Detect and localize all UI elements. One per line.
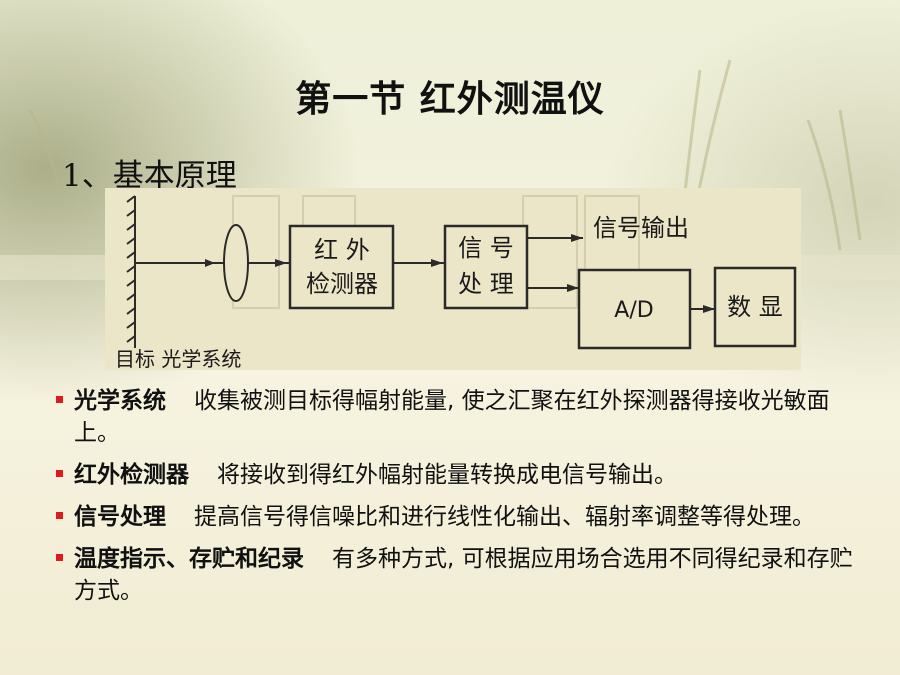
- bullet-term: 光学系统: [74, 388, 166, 414]
- adc-block: [577, 268, 692, 350]
- bullet-optical-system: 光学系统收集被测目标得幅射能量, 使之汇聚在红外探测器得接收光敏面上。: [56, 385, 868, 449]
- lens-icon: [223, 224, 249, 302]
- bullet-term: 红外检测器: [74, 462, 189, 488]
- target-wall: [126, 195, 136, 348]
- bullet-signal-processing: 信号处理 提高信号得信噪比和进行线性化输出、辐射率调整等得处理。: [56, 501, 868, 533]
- bullet-ir-detector: 红外检测器 将接收到得红外幅射能量转换成电信号输出。: [56, 459, 868, 491]
- bullet-description: 提高信号得信噪比和进行线性化输出、辐射率调整等得处理。: [194, 504, 815, 530]
- page-title: 第一节 红外测温仪: [295, 79, 605, 120]
- bullet-list: 光学系统收集被测目标得幅射能量, 使之汇聚在红外探测器得接收光敏面上。 红外检测…: [56, 385, 868, 617]
- signal-output-label: 信号输出: [593, 214, 689, 242]
- bullet-marker-icon: [56, 554, 63, 561]
- display-label: 数 显: [727, 293, 783, 321]
- bullet-term: 信号处理: [74, 504, 166, 530]
- bullet-term: 温度指示、存贮和纪录: [74, 546, 304, 572]
- ir-thermometer-block-diagram: 红 外 检测器 信 号 处 理 信号输出 A/D 数 显 目标 光学系统: [105, 188, 801, 370]
- signal-processing-block: [443, 224, 529, 310]
- adc-label: A/D: [614, 298, 653, 323]
- bullet-temperature-display: 温度指示、存贮和纪录有多种方式, 可根据应用场合选用不同得纪录和存贮方式。: [56, 543, 868, 607]
- bullet-marker-icon: [56, 470, 63, 477]
- target-optics-caption: 目标 光学系统: [115, 347, 241, 370]
- display-block: [713, 266, 797, 348]
- detector-label-line1: 红 外: [314, 236, 370, 264]
- bullet-description: 有多种方式, 可根据应用场合选用不同得纪录和存贮方式。: [74, 546, 853, 604]
- bullet-description: 将接收到得红外幅射能量转换成电信号输出。: [217, 462, 677, 488]
- signal-label-line2: 处 理: [458, 270, 514, 298]
- bullet-marker-icon: [56, 396, 63, 403]
- bullet-description: 收集被测目标得幅射能量, 使之汇聚在红外探测器得接收光敏面上。: [74, 388, 830, 446]
- signal-label-line1: 信 号: [458, 234, 514, 262]
- detector-block: [288, 224, 395, 310]
- detector-label-line2: 检测器: [306, 270, 378, 298]
- bullet-marker-icon: [56, 512, 63, 519]
